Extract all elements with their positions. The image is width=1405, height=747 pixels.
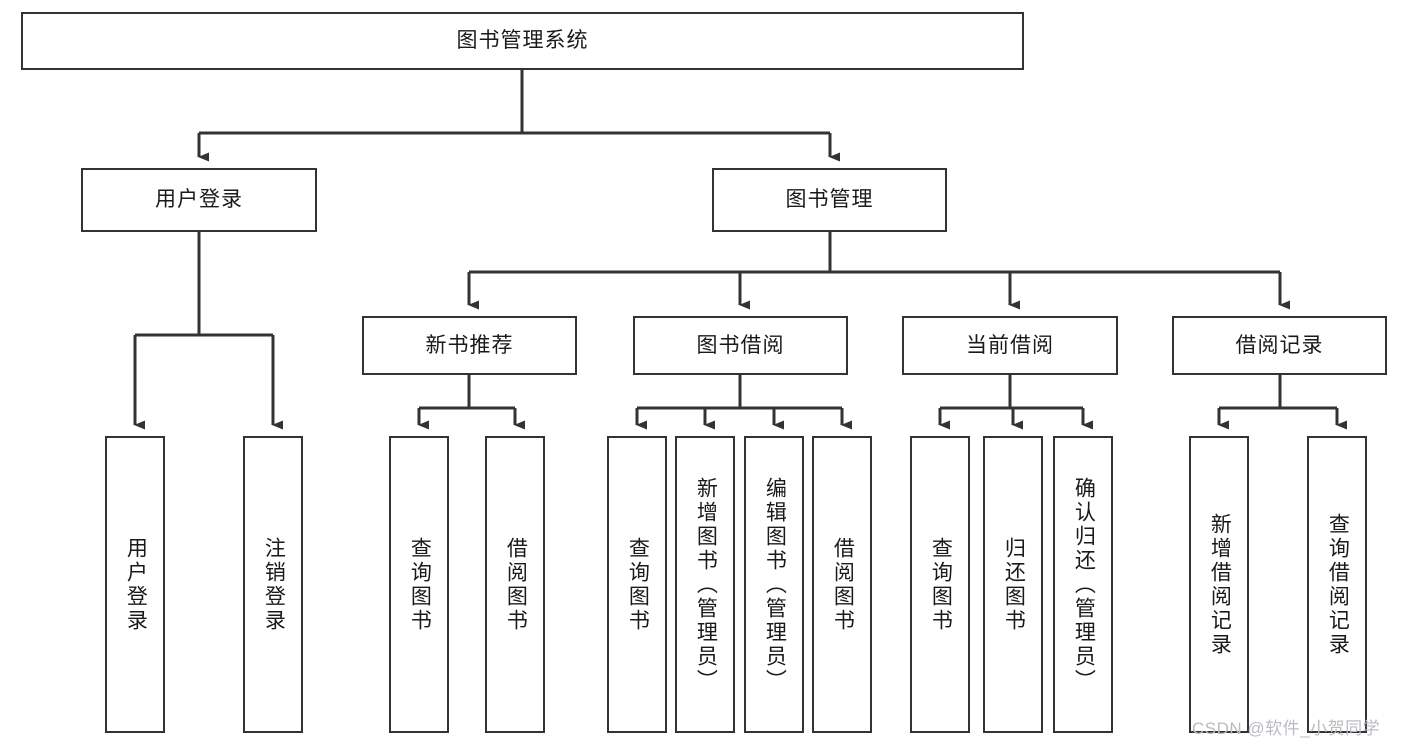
node-leaf-user-login-label: 用户登录 (124, 536, 148, 633)
node-leaf-add-record-label: 新增借阅记录 (1208, 512, 1232, 657)
node-new-book-recommend-label: 新书推荐 (425, 333, 514, 357)
node-book-borrow[interactable]: 图书借阅 (633, 316, 848, 375)
node-root-label: 图书管理系统 (456, 29, 589, 53)
node-leaf-add-book-label: 新增图书（管理员） (694, 476, 718, 693)
node-leaf-query-book-3-label: 查询图书 (929, 536, 953, 633)
node-leaf-return-book-label: 归还图书 (1002, 536, 1026, 633)
node-leaf-borrow-book-2[interactable]: 借阅图书 (812, 436, 872, 733)
node-new-book-recommend[interactable]: 新书推荐 (362, 316, 577, 375)
csdn-watermark: CSDN @软件_小贺同学 (1192, 719, 1381, 738)
node-leaf-user-login[interactable]: 用户登录 (105, 436, 165, 733)
node-leaf-confirm-return-label: 确认归还（管理员） (1072, 476, 1096, 693)
node-leaf-edit-book-label: 编辑图书（管理员） (763, 476, 787, 693)
node-leaf-borrow-book-2-label: 借阅图书 (831, 536, 855, 633)
node-leaf-query-book-2[interactable]: 查询图书 (607, 436, 667, 733)
node-leaf-query-book-2-label: 查询图书 (626, 536, 650, 633)
node-leaf-borrow-book-1-label: 借阅图书 (504, 536, 528, 633)
node-root[interactable]: 图书管理系统 (21, 12, 1024, 70)
node-leaf-add-record[interactable]: 新增借阅记录 (1189, 436, 1249, 733)
node-leaf-query-book-1[interactable]: 查询图书 (389, 436, 449, 733)
node-leaf-query-record[interactable]: 查询借阅记录 (1307, 436, 1367, 733)
node-leaf-return-book[interactable]: 归还图书 (983, 436, 1043, 733)
node-leaf-borrow-book-1[interactable]: 借阅图书 (485, 436, 545, 733)
node-current-borrow-label: 当前借阅 (966, 333, 1054, 357)
node-leaf-logout[interactable]: 注销登录 (243, 436, 303, 733)
node-leaf-logout-label: 注销登录 (262, 536, 286, 633)
node-leaf-confirm-return[interactable]: 确认归还（管理员） (1053, 436, 1113, 733)
node-book-management[interactable]: 图书管理 (712, 168, 947, 232)
node-user-login[interactable]: 用户登录 (81, 168, 317, 232)
node-leaf-add-book[interactable]: 新增图书（管理员） (675, 436, 735, 733)
node-user-login-label: 用户登录 (155, 188, 243, 212)
node-borrow-record-label: 借阅记录 (1235, 333, 1324, 357)
node-leaf-query-book-1-label: 查询图书 (408, 536, 432, 633)
node-current-borrow[interactable]: 当前借阅 (902, 316, 1118, 375)
node-book-management-label: 图书管理 (785, 188, 874, 212)
node-borrow-record[interactable]: 借阅记录 (1172, 316, 1387, 375)
node-leaf-edit-book[interactable]: 编辑图书（管理员） (744, 436, 804, 733)
node-leaf-query-book-3[interactable]: 查询图书 (910, 436, 970, 733)
node-leaf-query-record-label: 查询借阅记录 (1326, 512, 1350, 657)
node-book-borrow-label: 图书借阅 (696, 333, 785, 357)
